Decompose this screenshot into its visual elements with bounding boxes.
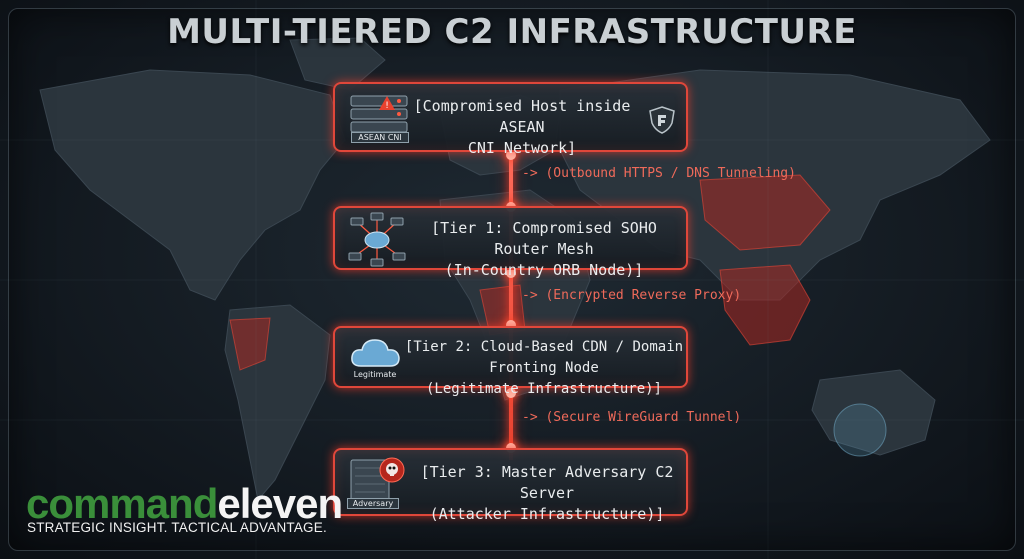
skull-server-icon xyxy=(350,457,405,501)
node-tier3-master-c2: Adversary [Tier 3: Master Adversary C2 S… xyxy=(333,448,688,523)
router-mesh-icon xyxy=(348,212,406,267)
highlight-china xyxy=(699,174,831,251)
connector-dot xyxy=(506,320,516,330)
node-icon-label: ASEAN CNI xyxy=(351,132,409,143)
node-label: [Tier 3: Master Adversary C2 Server (Att… xyxy=(420,463,674,523)
connector-dot xyxy=(506,150,516,160)
node-icon-label: Legitimate xyxy=(353,370,397,379)
connection-spine xyxy=(509,150,513,460)
connection-label: -> (Outbound HTTPS / DNS Tunneling) xyxy=(522,166,796,181)
svg-text:!: ! xyxy=(385,101,389,111)
north-america-landmass xyxy=(39,69,346,301)
greenland-landmass xyxy=(289,37,386,91)
connector-dot xyxy=(506,268,516,278)
node-label: [Tier 1: Compromised SOHO Router Mesh (I… xyxy=(431,219,657,279)
shield-icon xyxy=(649,106,675,134)
node-label: [Compromised Host inside ASEAN CNI Netwo… xyxy=(413,97,631,157)
australia-network-glow xyxy=(833,403,887,457)
page-title: MULTI-TIERED C2 INFRASTRUCTURE xyxy=(167,12,857,52)
outer-frame xyxy=(8,8,1016,551)
highlight-southeast-asia xyxy=(719,264,811,346)
logo-tagline: STRATEGIC INSIGHT. TACTICAL ADVANTAGE. xyxy=(27,520,327,535)
australia-landmass xyxy=(811,369,936,456)
logo-part-command: command xyxy=(26,480,218,527)
brand-logo: commandeleven xyxy=(26,480,343,527)
node-icon-label: Adversary xyxy=(347,498,399,509)
server-alert-icon: ! xyxy=(350,95,408,133)
node-tier2-cdn: Legitimate [Tier 2: Cloud-Based CDN / Do… xyxy=(333,326,688,397)
node-label: [Tier 2: Cloud-Based CDN / Domain Fronti… xyxy=(404,339,684,397)
cloud-icon xyxy=(351,339,400,367)
node-tier1-router-mesh: [Tier 1: Compromised SOHO Router Mesh (I… xyxy=(333,206,688,279)
node-compromised-host: ! ASEAN CNI [Compromised Host inside ASE… xyxy=(333,82,688,157)
highlight-south-america xyxy=(229,317,271,371)
connector-dot xyxy=(506,388,516,398)
connection-label: -> (Encrypted Reverse Proxy) xyxy=(522,288,742,303)
logo-part-eleven: eleven xyxy=(217,480,343,527)
connection-label: -> (Secure WireGuard Tunnel) xyxy=(522,410,742,425)
